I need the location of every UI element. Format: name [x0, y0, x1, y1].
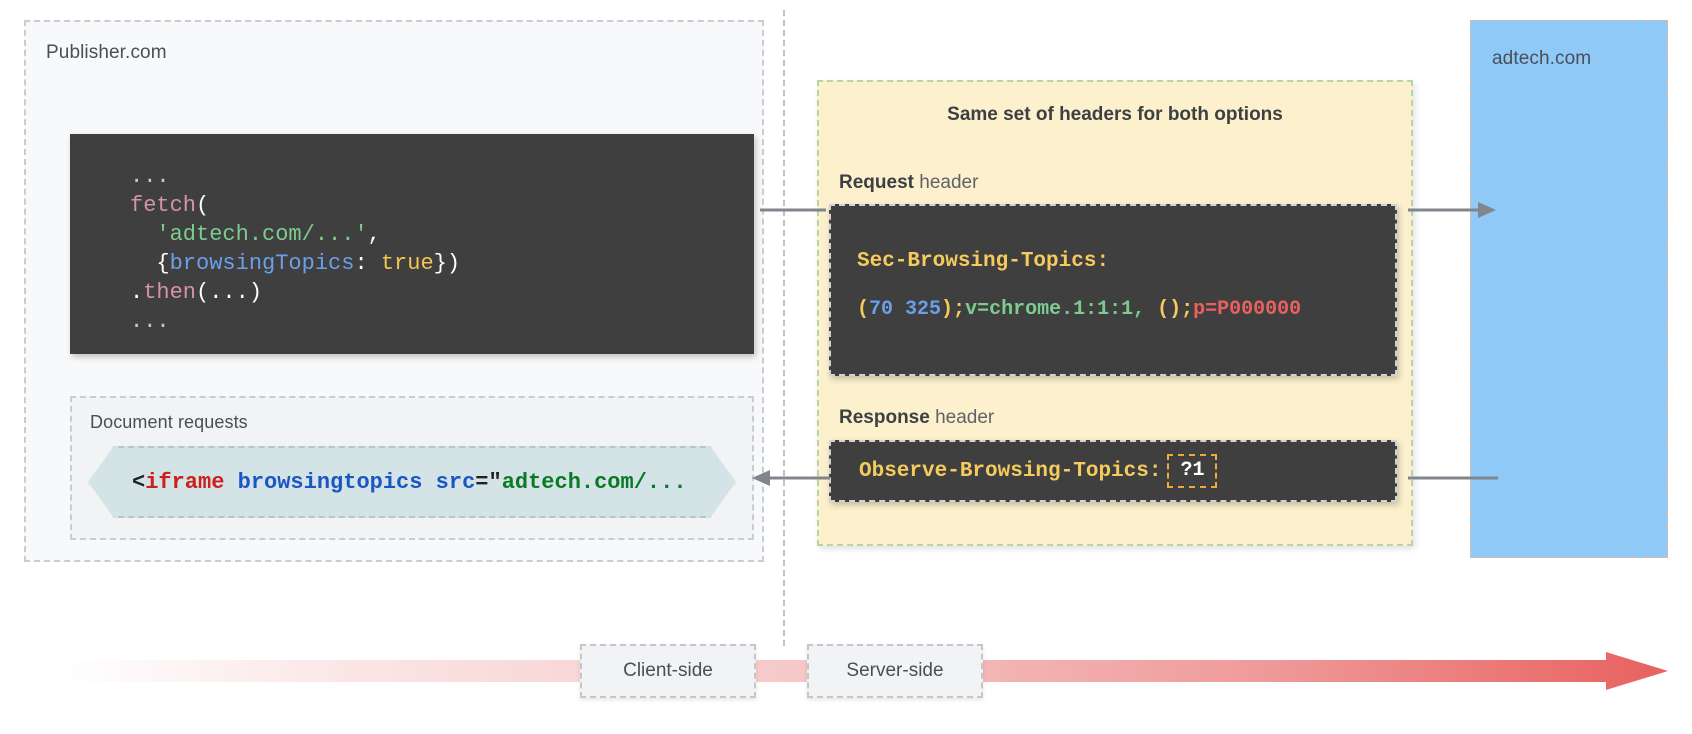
response-header-caption-bold: Response [839, 407, 930, 428]
iframe-token-browsingtopics-attr: browsingtopics [237, 469, 423, 495]
adtech-panel: adtech.com [1470, 20, 1668, 558]
javascript-code-block: ... fetch( 'adtech.com/...', {browsingTo… [70, 134, 754, 354]
code-line-ellipsis-bottom: ... [130, 309, 170, 334]
value-token-padding: p=P000000 [1193, 298, 1302, 321]
iframe-token-src-attr: src [435, 469, 476, 495]
code-token-then: then [143, 280, 197, 305]
iframe-token-equals: = [475, 469, 489, 495]
value-token-topic-ids: 70 325 [869, 298, 942, 321]
iframe-token-lt: < [132, 469, 146, 495]
code-token-colon: : [354, 251, 381, 276]
headers-panel: Same set of headers for both options Req… [817, 80, 1413, 546]
code-line-ellipsis-top: ... [130, 164, 170, 189]
publisher-panel: Publisher.com ... fetch( 'adtech.com/...… [24, 20, 764, 562]
server-side-chip: Server-side [807, 644, 983, 698]
iframe-code-text: <iframe browsingtopics src="adtech.com/.… [132, 470, 687, 495]
value-token-paren-close: ) [941, 298, 954, 321]
request-header-caption: Request header [839, 172, 978, 194]
value-token-semicolon-1: ; [953, 298, 966, 321]
document-requests-panel: Document requests <iframe browsingtopics… [70, 396, 754, 540]
value-token-empty-pair: () [1145, 298, 1182, 321]
arrow-publisher-to-headers-icon [760, 208, 826, 212]
code-token-dot: . [130, 280, 144, 305]
request-header-box: Sec-Browsing-Topics: (70 325);v=chrome.1… [829, 204, 1397, 376]
iframe-snippet-chip: <iframe browsingtopics src="adtech.com/.… [88, 446, 736, 518]
response-header-name: Observe-Browsing-Topics: [859, 459, 1162, 483]
arrow-headers-to-publisher-icon [752, 470, 830, 486]
value-token-paren-open: ( [857, 298, 870, 321]
code-token-brace-close: }) [433, 251, 461, 276]
arrow-adtech-to-headers-icon [1408, 476, 1498, 480]
client-side-chip: Client-side [580, 644, 756, 698]
value-token-semicolon-2: ; [1181, 298, 1194, 321]
request-header-caption-bold: Request [839, 172, 914, 193]
iframe-token-quote: " [488, 469, 502, 495]
code-token-paren-open: ( [196, 193, 210, 218]
iframe-token-space-1 [224, 470, 237, 495]
request-header-value: (70 325);v=chrome.1:1:1, ();p=P000000 [857, 298, 1301, 321]
code-token-then-args: (...) [196, 280, 263, 305]
iframe-token-src-value: adtech.com/... [501, 469, 687, 495]
response-header-caption-rest: header [929, 407, 995, 428]
client-server-divider [783, 10, 785, 646]
response-header-box: Observe-Browsing-Topics: ?1 [829, 440, 1397, 502]
publisher-panel-label: Publisher.com [46, 42, 167, 63]
headers-panel-title: Same set of headers for both options [947, 104, 1283, 125]
code-token-fetch: fetch [130, 193, 197, 218]
iframe-token-tagname: iframe [145, 469, 225, 495]
code-token-url-string: 'adtech.com/...' [156, 222, 368, 247]
server-side-label: Server-side [846, 660, 944, 681]
request-header-name: Sec-Browsing-Topics: [857, 250, 1110, 273]
request-header-caption-rest: header [913, 172, 979, 193]
arrow-headers-to-adtech-icon [1408, 202, 1496, 218]
code-token-brace-open: { [156, 251, 170, 276]
client-side-label: Client-side [623, 660, 713, 681]
response-header-caption: Response header [839, 407, 994, 429]
value-token-version: v=chrome.1:1:1, [965, 298, 1146, 321]
document-requests-label: Document requests [90, 412, 248, 432]
code-token-browsingtopics-prop: browsingTopics [169, 251, 355, 276]
iframe-token-space-2 [422, 470, 435, 495]
adtech-panel-label: adtech.com [1492, 48, 1592, 69]
response-header-value-highlight: ?1 [1167, 454, 1218, 488]
code-token-true: true [380, 251, 434, 276]
code-token-comma: , [367, 222, 381, 247]
